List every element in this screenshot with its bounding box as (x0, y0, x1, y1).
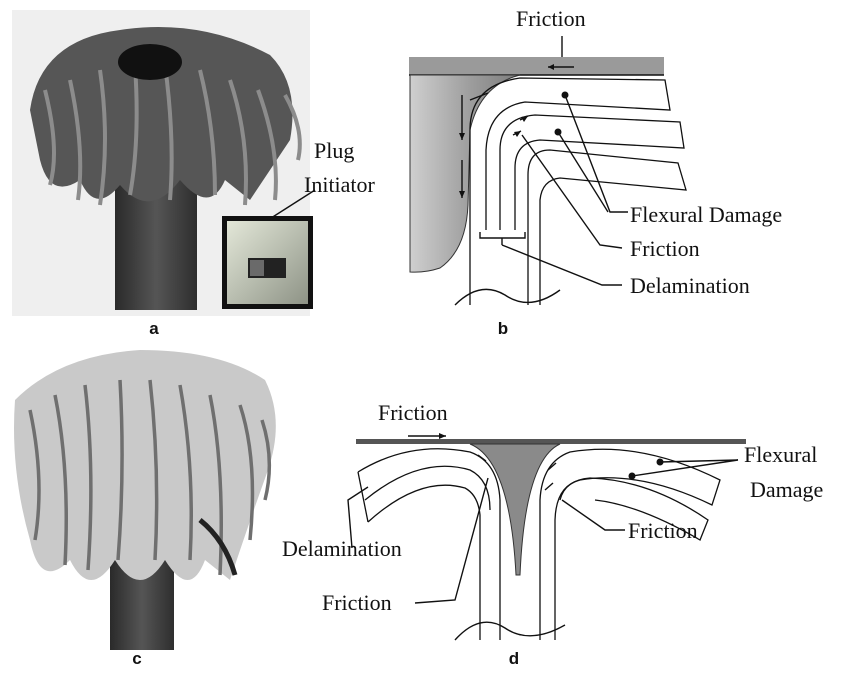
panel-c: c (14, 350, 276, 668)
platen-d (356, 439, 746, 444)
platen (409, 57, 664, 75)
delamination-leader (502, 245, 622, 285)
panel-d: Friction Flexural Damage F (282, 400, 823, 668)
panel-label-c: c (132, 649, 141, 668)
panel-label-b: b (498, 319, 508, 338)
wall-plies (470, 78, 686, 305)
friction-top-label: Friction (516, 6, 586, 31)
friction-right-label: Friction (628, 518, 698, 543)
initiator-label: Initiator (304, 172, 376, 197)
delamination-bracket (480, 232, 525, 245)
plug-block-face (250, 260, 264, 276)
friction-top-label-d: Friction (378, 400, 448, 425)
frond-mass-c (14, 350, 276, 580)
flexural-damage-leaders-d (632, 460, 738, 476)
delamination-label: Delamination (630, 273, 750, 298)
delamination-label-d: Delamination (282, 536, 402, 561)
friction-bottom-label: Friction (322, 590, 392, 615)
friction-right-leader (562, 500, 625, 530)
photo-c-crushed-tube (14, 350, 276, 650)
tube-base-wave-d (455, 622, 565, 640)
flexural-damage-label: Flexural Damage (630, 202, 782, 227)
panel-label-d: d (509, 649, 519, 668)
plug-initiator-region (410, 75, 520, 272)
friction-side-label: Friction (630, 236, 700, 261)
central-wedge (470, 444, 560, 575)
tube-base-wave (455, 289, 560, 305)
tube-opening (118, 44, 182, 80)
panel-b: Friction Flexural Damage Fricti (409, 6, 782, 338)
friction-bottom-leader (415, 478, 488, 603)
plug-label: Plug (314, 138, 354, 163)
damage-label-d: Damage (750, 477, 823, 502)
panel-label-a: a (149, 319, 159, 338)
panel-a: Plug Initiator a (12, 10, 376, 338)
flexural-label-d: Flexural (744, 442, 817, 467)
plug-initiator-inset-photo (222, 216, 313, 309)
